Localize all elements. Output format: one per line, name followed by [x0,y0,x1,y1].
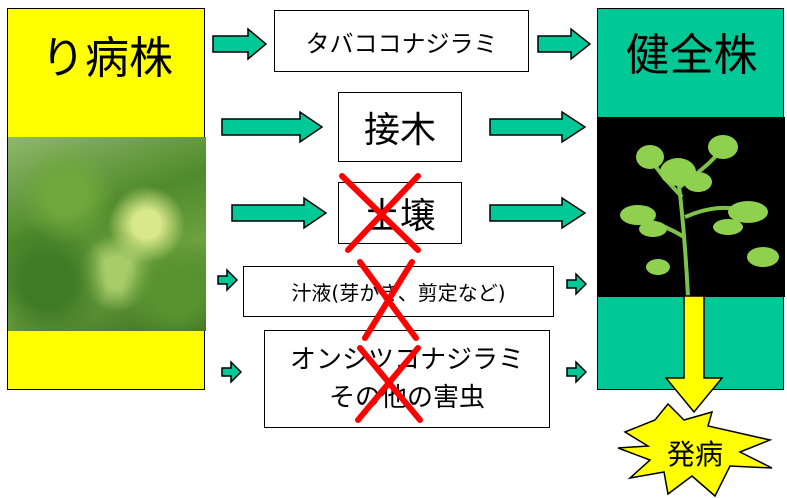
healthy-plant-title: 健全株 [625,30,758,81]
arrow-icon [217,268,239,292]
route-greenhouse-whitefly-box: オンシツコナジラミ その他の害虫 [264,330,550,428]
arrow-icon [212,27,268,61]
cross-icon [355,345,423,423]
infected-plant-title: り病株 [41,33,173,84]
arrow-icon [566,272,588,296]
arrow-icon [537,27,592,61]
route-graft-box: 接木 [338,92,462,162]
healthy-plant-panel: 健全株 [597,8,785,390]
down-arrow-icon [664,295,724,414]
cross-icon [339,173,421,253]
arrow-icon [566,360,588,384]
arrow-icon [231,196,328,230]
arrow-icon [489,110,587,144]
tomato-seedling-image [620,135,779,298]
healthy-plant-photo [598,117,785,298]
onset-label: 発病 [666,438,723,471]
arrow-icon [221,360,243,384]
infected-plant-photo [8,137,206,331]
arrow-icon [489,196,587,230]
onset-burst-icon [617,402,773,498]
route-whitefly-box: タバココナジラミ [274,10,529,72]
infected-plant-panel: り病株 [7,8,206,390]
arrow-icon [221,110,324,144]
cross-icon [357,259,419,341]
